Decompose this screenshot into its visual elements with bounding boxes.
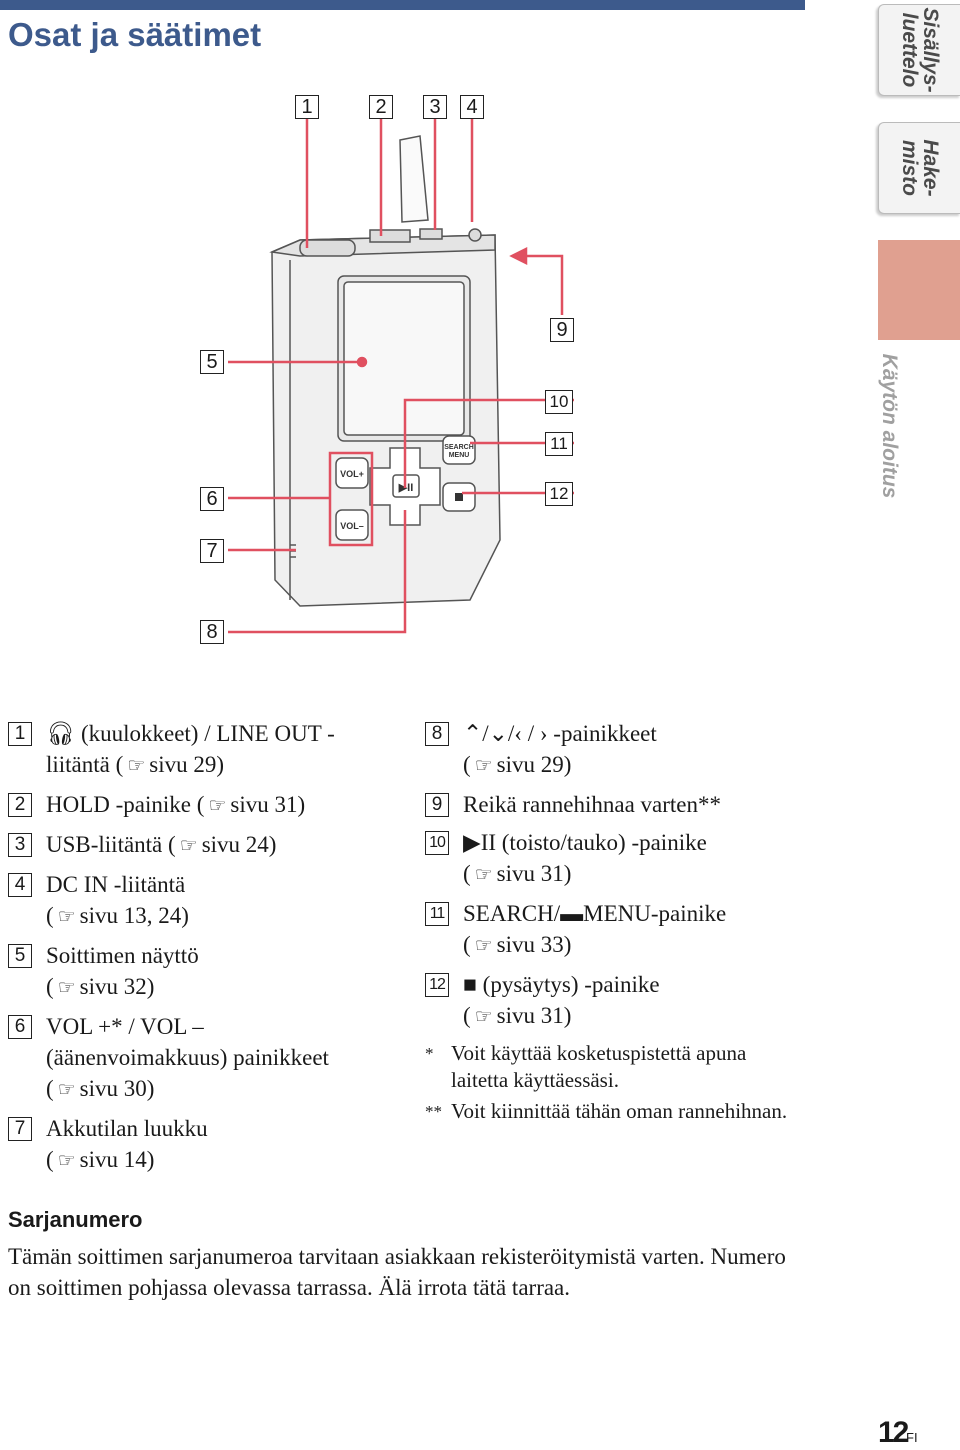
reference-icon: ☞ [474,864,493,886]
page-lang: FI [906,1430,918,1445]
headphones-icon: 🎧︎ [46,721,76,746]
callout-3: 3 [423,95,447,119]
callout-5: 5 [200,350,224,374]
callout-12: 12 [545,482,573,506]
reference-icon: ☞ [179,835,198,857]
footnote: **Voit kiinnittää tähän oman rannehihnan… [425,1099,788,1123]
footnote: *Voit käyttää kosketuspistettä apuna lai… [425,1041,747,1092]
list-item: 11 SEARCH/▬MENU-painike (☞sivu 33) [425,898,805,962]
reference-icon: ☞ [208,795,227,817]
list-item: 1 🎧︎ (kuulokkeet) / LINE OUT - liitäntä … [8,718,408,782]
callout-8: 8 [200,620,224,644]
list-item: 2 HOLD -painike (☞sivu 31) [8,789,408,822]
list-item: 6 VOL +* / VOL – (äänenvoimakkuus) paini… [8,1011,408,1106]
header-rule [0,0,805,10]
arrow-keys-icon: ⌃/⌄/‹ / › [463,721,548,746]
section-marker [878,240,960,340]
list-item: 8 ⌃/⌄/‹ / › -painikkeet (☞sivu 29) [425,718,805,782]
reference-icon: ☞ [474,755,493,777]
device-diagram: VOL+ VOL– SEARCH MENU ▶II [228,118,574,634]
reference-icon: ☞ [474,935,493,957]
vol-minus-label: VOL– [340,521,364,531]
callout-1: 1 [295,95,319,119]
menu-bar-icon: ▬ [560,901,584,926]
list-item: 4 DC IN -liitäntä (☞sivu 13, 24) [8,869,408,933]
tab-toc[interactable]: Sisällys- luettelo [878,4,960,96]
list-item: 5 Soittimen näyttö (☞sivu 32) [8,940,408,1004]
list-item: 3 USB-liitäntä (☞sivu 24) [8,829,408,862]
callout-4: 4 [460,95,484,119]
reference-icon: ☞ [57,977,76,999]
list-item: 9 Reikä rannehihnaa varten** [425,789,805,820]
parts-list-left: 1 🎧︎ (kuulokkeet) / LINE OUT - liitäntä … [8,718,408,1184]
page-number: 12 [878,1416,909,1449]
parts-list-right: 8 ⌃/⌄/‹ / › -painikkeet (☞sivu 29) 9 Rei… [425,718,805,1125]
svg-text:MENU: MENU [449,452,470,459]
reference-icon: ☞ [57,906,76,928]
callout-7: 7 [200,539,224,563]
callout-10: 10 [545,390,573,414]
list-item: 7 Akkutilan luukku (☞sivu 14) [8,1113,408,1177]
vol-plus-label: VOL+ [340,469,364,479]
callout-6: 6 [200,487,224,511]
callout-2: 2 [369,95,393,119]
callout-11: 11 [545,432,573,456]
reference-icon: ☞ [127,755,146,777]
serial-text: Tämän soittimen sarjanumeroa tarvitaan a… [8,1244,786,1300]
play-pause-icon: ▶II [463,830,497,855]
reference-icon: ☞ [57,1079,76,1101]
svg-text:SEARCH: SEARCH [444,444,474,451]
callout-9: 9 [550,318,574,342]
stop-icon: ■ [463,972,477,997]
reference-icon: ☞ [57,1150,76,1172]
serial-heading: Sarjanumero [8,1207,143,1232]
reference-icon: ☞ [474,1006,493,1028]
tab-index[interactable]: Hake- misto [878,122,960,214]
list-item: 12 ■ (pysäytys) -painike (☞sivu 31) [425,969,805,1033]
list-item: 10 ▶II (toisto/tauko) -painike (☞sivu 31… [425,827,805,891]
page-title: Osat ja säätimet [8,16,262,53]
